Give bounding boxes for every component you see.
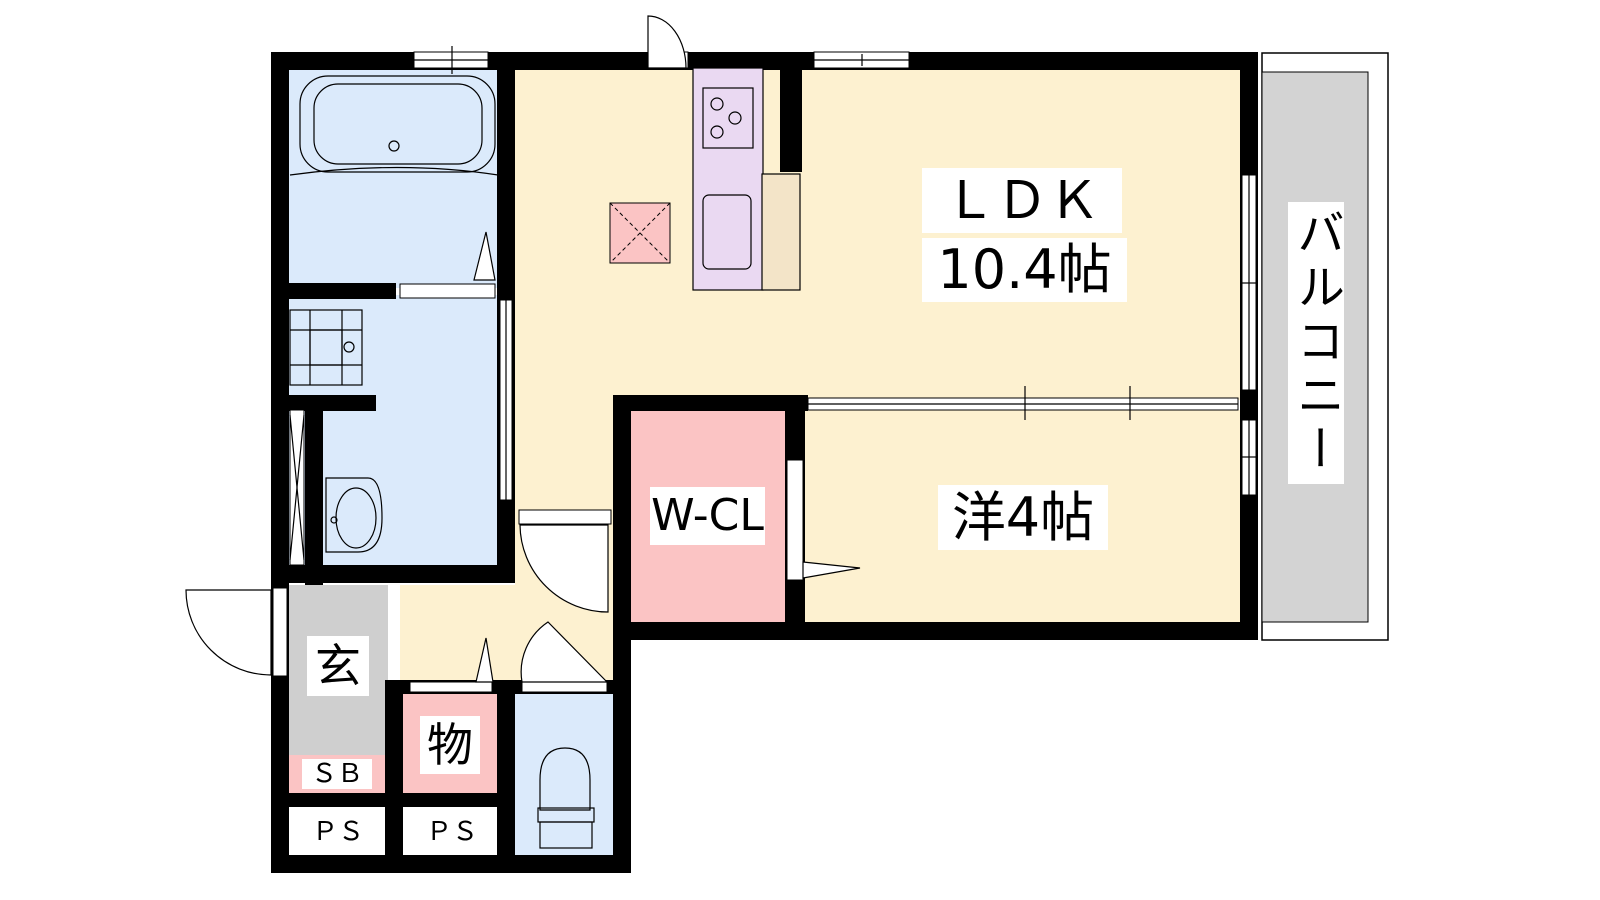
balcony-label: バルコニー: [1288, 202, 1344, 484]
wash-basin: [325, 477, 383, 553]
window-marks: [289, 46, 1256, 561]
stove: [702, 87, 754, 149]
ldk-size-label: 10.4帖: [922, 238, 1127, 302]
shoe-box-label: ＳＢ: [302, 759, 372, 789]
bathroom-floor: [288, 68, 508, 288]
refrigerator-space: [609, 202, 671, 264]
door-swings: [185, 15, 861, 683]
entrance-label: 玄: [307, 636, 369, 696]
ldk-name-label: ＬＤＫ: [922, 168, 1122, 233]
washer-pan: [289, 309, 363, 386]
storage-label: 物: [420, 716, 480, 774]
bathtub: [289, 75, 499, 176]
toilet: [537, 747, 595, 849]
pipe-space-right-label: ＰＳ: [414, 817, 490, 847]
washroom-floor: [288, 295, 508, 580]
kitchen-side-counter: [761, 173, 801, 291]
pipe-space-left-label: ＰＳ: [300, 817, 376, 847]
walk-in-closet-label: W-CL: [650, 487, 765, 545]
western-room-label: 洋4帖: [938, 485, 1108, 550]
toilet-floor: [515, 690, 630, 855]
kitchen-sink: [702, 194, 752, 270]
